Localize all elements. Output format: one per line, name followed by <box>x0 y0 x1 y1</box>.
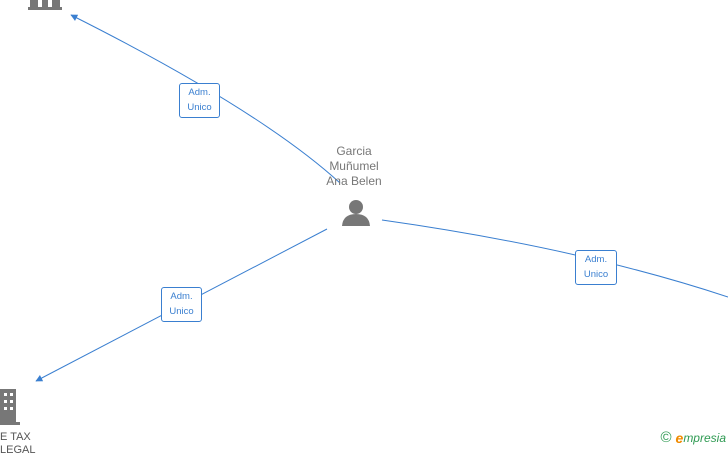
relation-label[interactable]: Adm. Unico <box>161 287 202 322</box>
relation-label[interactable]: Adm. Unico <box>575 250 617 285</box>
person-name-line: Ana Belen <box>326 174 382 188</box>
edge-to-top-company <box>70 14 341 184</box>
relation-label-line: Adm. <box>584 254 608 265</box>
company-label-line: E TAX <box>0 431 31 443</box>
building-icon[interactable] <box>28 0 62 10</box>
building-icon[interactable] <box>0 389 20 425</box>
copyright-icon: © <box>660 429 672 446</box>
empresia-watermark: © e mpresia <box>660 429 726 446</box>
company-label[interactable]: E TAX LEGAL <box>0 431 35 457</box>
person-name-line: Muñumel <box>329 159 379 173</box>
relation-label-line: Adm. <box>188 87 211 98</box>
person-icon[interactable] <box>341 199 371 227</box>
person-name[interactable]: Garcia Muñumel Ana Belen <box>314 144 394 189</box>
person-name-line: Garcia <box>336 144 372 158</box>
company-label-line: LEGAL <box>0 444 36 456</box>
relation-label[interactable]: Adm. Unico <box>179 83 220 118</box>
relation-label-line: Unico <box>169 306 194 317</box>
brand-name: mpresia <box>683 430 726 445</box>
relation-label-line: Unico <box>583 269 609 280</box>
edge-to-right-company <box>381 219 728 298</box>
brand-initial: e <box>675 429 684 446</box>
relation-label-line: Adm. <box>170 291 193 302</box>
relation-label-line: Unico <box>187 102 212 113</box>
